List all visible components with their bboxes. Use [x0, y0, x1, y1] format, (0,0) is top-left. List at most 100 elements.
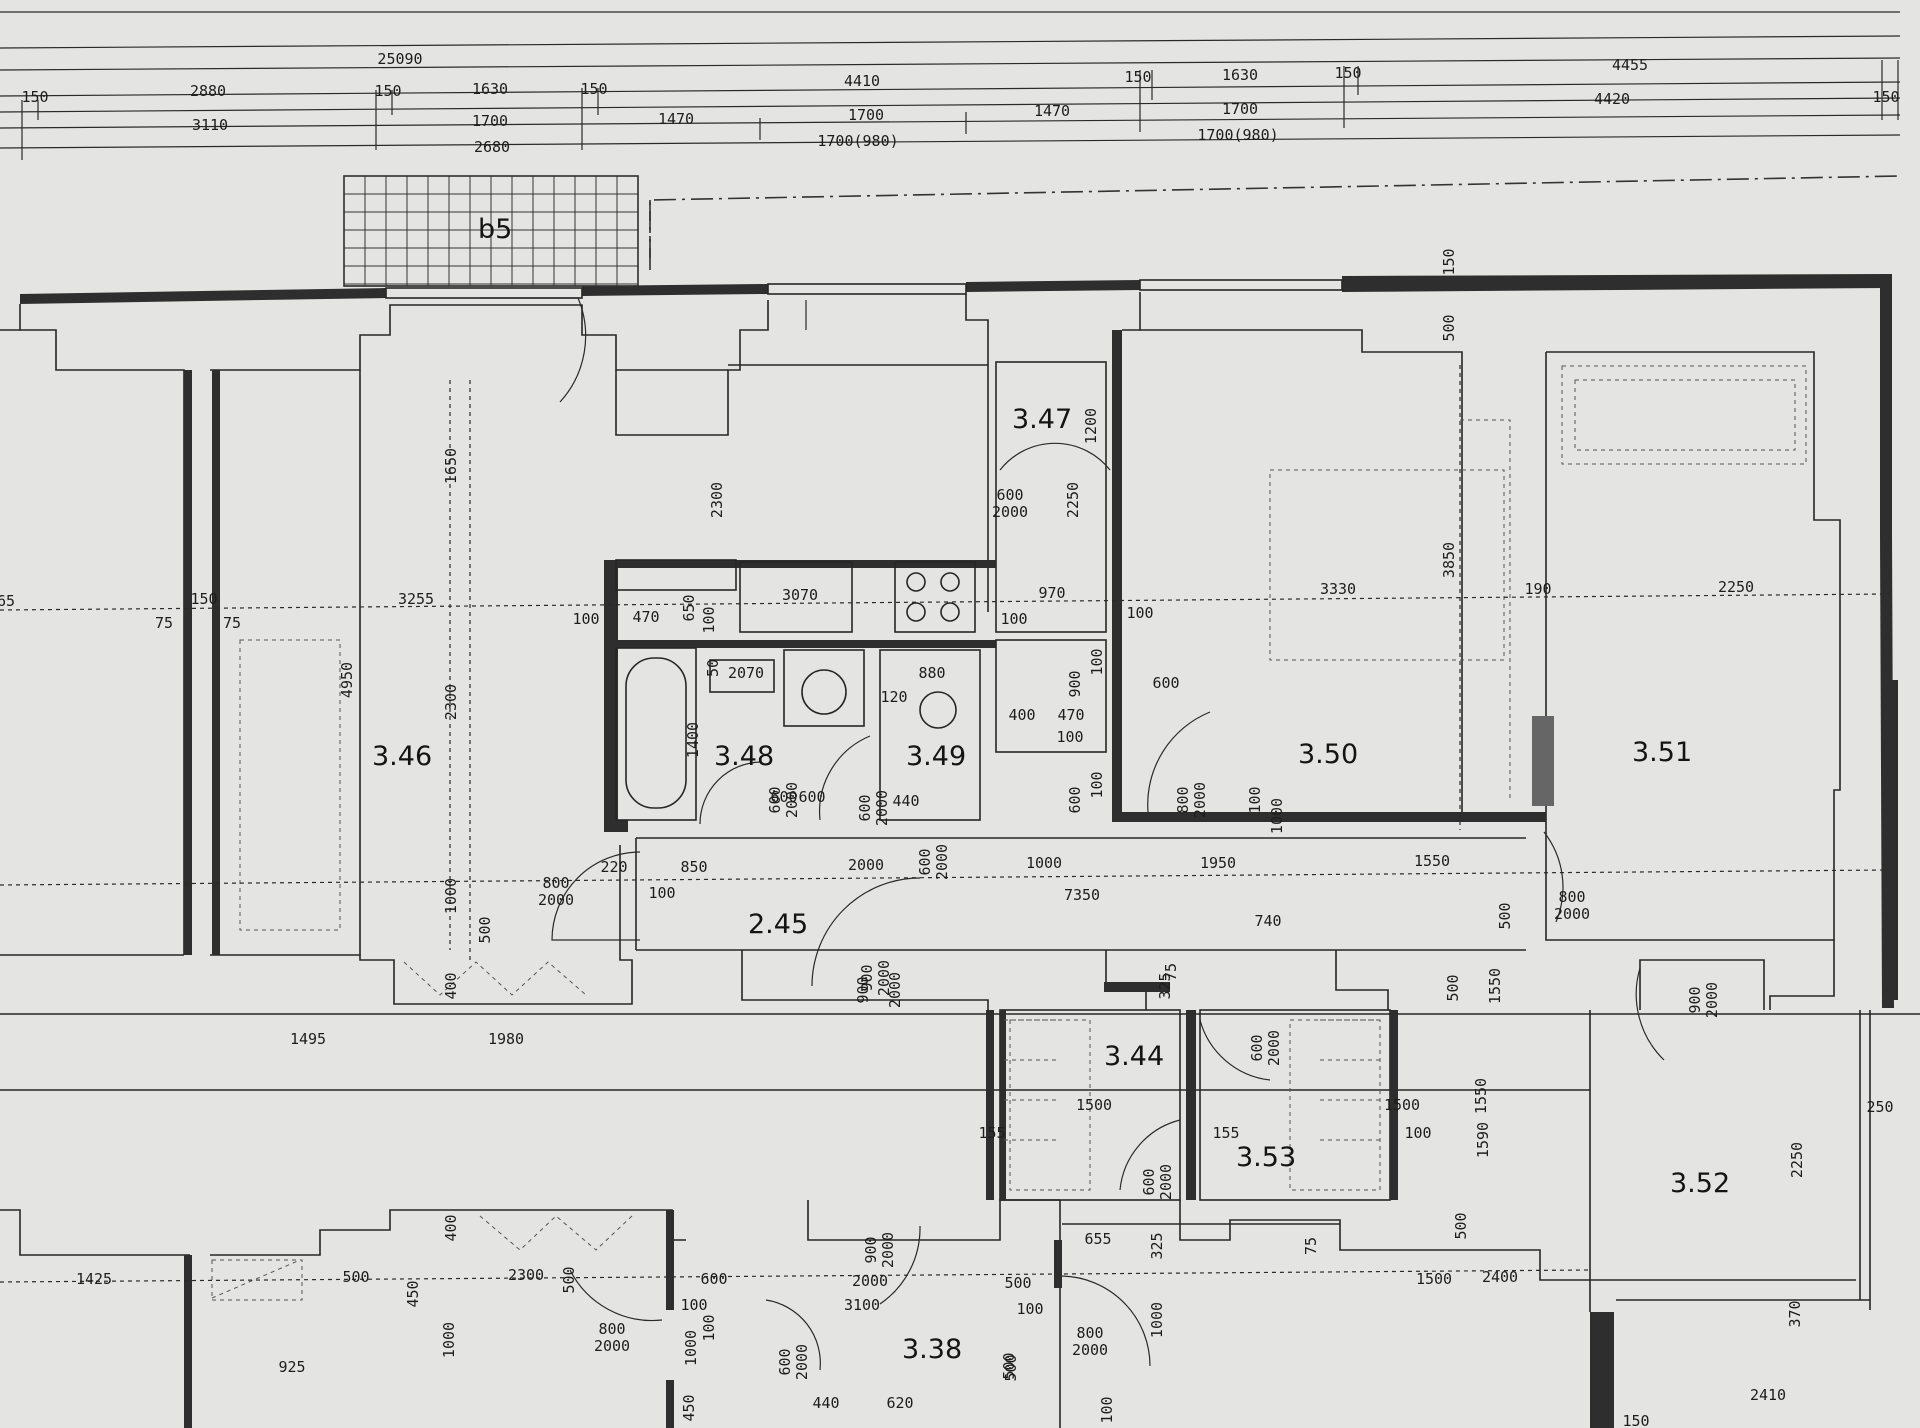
svg-text:900: 900 — [862, 1236, 880, 1263]
dimension-label: 2880 — [190, 82, 226, 100]
dimension-label: 150 — [580, 80, 607, 98]
dimension-label: 450 — [680, 1394, 698, 1421]
svg-text:900: 900 — [858, 964, 876, 991]
column-hatch — [1532, 716, 1554, 806]
dimension-label: 75 — [155, 614, 173, 632]
sanitary-fixtures — [615, 559, 1107, 821]
svg-text:2000: 2000 — [783, 782, 801, 818]
exterior-walls — [20, 274, 1898, 1008]
room-number: 2.45 — [748, 909, 808, 940]
dimension-label: 1700 — [1222, 100, 1258, 118]
door-swings — [480, 297, 1665, 1371]
svg-text:2000: 2000 — [875, 960, 893, 996]
svg-text:2000: 2000 — [1265, 1030, 1283, 1066]
dimension-label: 1500 — [1416, 1270, 1452, 1288]
dimension-label: 500 — [1004, 1274, 1031, 1292]
svg-text:2000: 2000 — [793, 1344, 811, 1380]
svg-text:600: 600 — [856, 794, 874, 821]
dimension-label: 650 — [680, 594, 698, 621]
dimension-label: 2410 — [1750, 1386, 1786, 1404]
dimension-label: 100 — [1056, 728, 1083, 746]
dimension-label: 1700(980) — [1197, 126, 1278, 144]
dimension-label: 2300 — [442, 684, 460, 720]
dimension-label: 1000 — [442, 878, 460, 914]
dimension-label: 1425 — [76, 1270, 112, 1288]
dimension-label: 2070 — [728, 664, 764, 682]
dimension-label: 325 — [1156, 972, 1174, 999]
dimension-label: 100 — [648, 884, 675, 902]
svg-text:2000: 2000 — [879, 1232, 897, 1268]
dimension-label: 970 — [1038, 584, 1065, 602]
dimension-label: 655 — [1084, 1230, 1111, 1248]
dimension-label: 500 — [1440, 314, 1458, 341]
dimension-label: 100 — [1088, 648, 1106, 675]
dimension-label: 150 — [190, 590, 217, 608]
dimension-label: 190 — [1524, 580, 1551, 598]
dimension-lines-top — [0, 11, 1901, 160]
dimension-label: 155 — [1212, 1124, 1239, 1142]
dimension-label: 1700(980) — [817, 132, 898, 150]
dimension-label: 1000 — [682, 1330, 700, 1366]
dimension-label: 3255 — [398, 590, 434, 608]
dimension-label: 3850 — [1440, 542, 1458, 578]
dimension-label: 150 — [374, 82, 401, 100]
dimension-label: 250 — [1866, 1098, 1893, 1116]
dimension-label: 600 — [700, 1270, 727, 1288]
dimension-label: 100 — [700, 606, 718, 633]
dimension-label: 400 — [442, 1214, 460, 1241]
dimension-label: 1000 — [1268, 798, 1286, 834]
dimension-label: 900 — [854, 976, 872, 1003]
dimension-label: 600 — [798, 788, 825, 806]
dimension-label: 100 — [572, 610, 599, 628]
svg-text:2000: 2000 — [1703, 982, 1721, 1018]
dimension-label: 1550 — [1472, 1078, 1490, 1114]
dimension-label: 2000 — [886, 972, 904, 1008]
dimension-label: 100 — [1246, 786, 1264, 813]
dimension-label: 75 — [1302, 1237, 1320, 1255]
svg-text:2000: 2000 — [1554, 905, 1590, 923]
svg-text:600: 600 — [1248, 1034, 1266, 1061]
dimension-label: 600 — [1066, 786, 1084, 813]
dimension-label: 1000 — [1026, 854, 1062, 872]
dimension-label: 2000 — [848, 856, 884, 874]
dimension-label: 500 — [1496, 902, 1514, 929]
svg-text:2000: 2000 — [1191, 782, 1209, 818]
dimension-label: 3100 — [844, 1296, 880, 1314]
dimension-label: 900 — [1066, 670, 1084, 697]
dimension-label: 740 — [1254, 912, 1281, 930]
dimension-label: 1000 — [1148, 1302, 1166, 1338]
dimension-label: 1980 — [488, 1030, 524, 1048]
svg-text:600: 600 — [776, 1348, 794, 1375]
dimension-label: 150 — [1872, 88, 1899, 106]
room-number: 3.51 — [1632, 737, 1692, 768]
dimension-label: 500 — [1452, 1212, 1470, 1239]
dimension-label: 1590 — [1474, 1122, 1492, 1158]
dimension-label: 1470 — [1034, 102, 1070, 120]
svg-text:2000: 2000 — [1157, 1164, 1175, 1200]
dimension-label: 150 — [1622, 1412, 1649, 1428]
svg-text:600: 600 — [766, 786, 784, 813]
room-number: 3.38 — [902, 1334, 962, 1365]
dimension-label: 1650 — [442, 448, 460, 484]
room-number: 3.44 — [1104, 1041, 1164, 1072]
dimension-label: 400 — [442, 972, 460, 999]
room-number: 3.52 — [1670, 1168, 1730, 1199]
dimension-label: 4455 — [1612, 56, 1648, 74]
dimension-label: 100 — [1016, 1300, 1043, 1318]
room-number: 3.50 — [1298, 739, 1358, 770]
dimension-label: 2250 — [1718, 578, 1754, 596]
svg-text:2000: 2000 — [538, 891, 574, 909]
svg-text:800: 800 — [1558, 888, 1585, 906]
balcony-b5 — [343, 175, 639, 287]
dimension-label: 2300 — [708, 482, 726, 518]
